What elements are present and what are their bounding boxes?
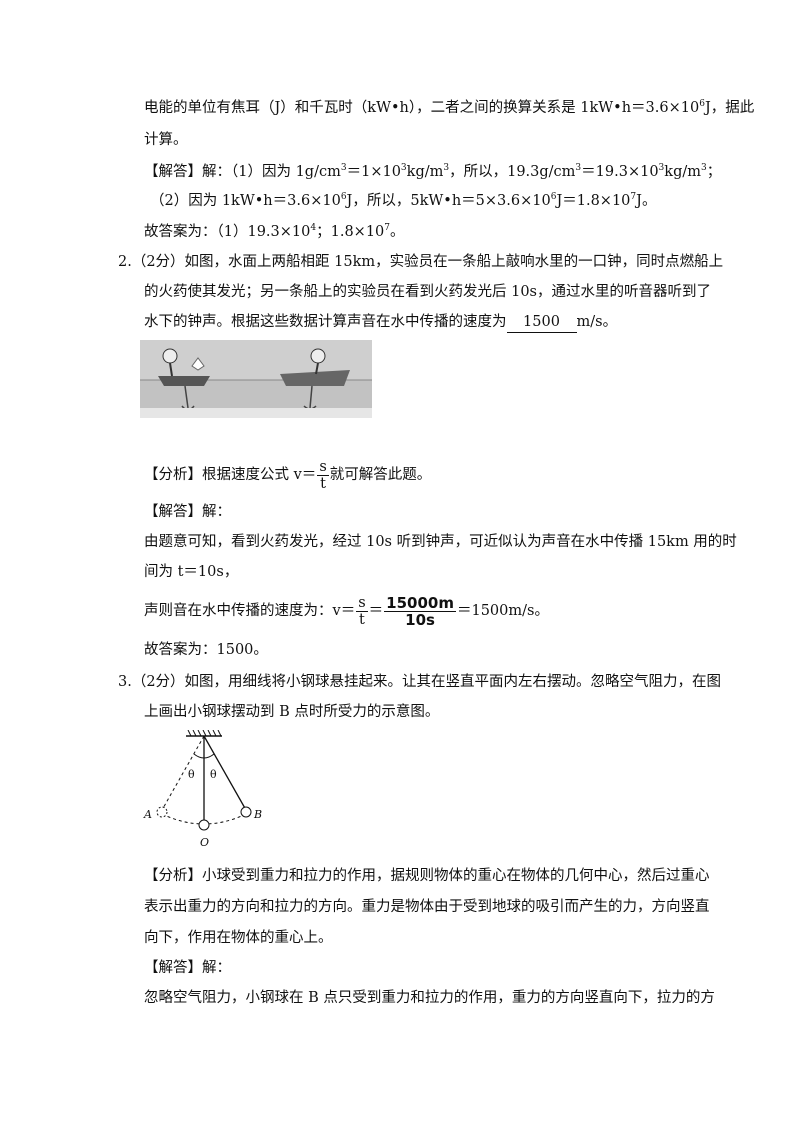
text-line: 电能的单位有焦耳（J）和千瓦时（kW•h），二者之间的换算关系是 1kW•h＝3… [144, 99, 755, 116]
solve-line: 间为 t＝10s， [144, 564, 239, 580]
answer-blank: 1500 [506, 312, 577, 333]
solve-heading: 【解答】解： [144, 504, 231, 520]
question-3-line: 上画出小钢球摆动到 B 点时所受力的示意图。 [144, 704, 440, 720]
solve-line: 由题意可知，看到火药发光，经过 10s 听到钟声，可近似认为声音在水中传播 15… [144, 534, 737, 550]
point-o-label: O [200, 836, 209, 849]
analysis-line: 向下，作用在物体的重心上。 [144, 930, 333, 946]
question-3-line: 3.（2分）如图，用细线将小钢球悬挂起来。让其在竖直平面内左右摆动。忽略空气阻力… [118, 674, 722, 690]
solve-line: 忽略空气阻力，小钢球在 B 点只受到重力和拉力的作用，重力的方向竖直向下，拉力的… [144, 990, 715, 1006]
text-line: 计算。 [144, 132, 188, 148]
boats-figure [140, 340, 372, 418]
analysis-line: 【分析】小球受到重力和拉力的作用，据规则物体的重心在物体的几何中心，然后过重心 [144, 868, 710, 884]
question-2-line: 2.（2分）如图，水面上两船相距 15km，实验员在一条船上敲响水里的一口钟，同… [118, 254, 724, 270]
solve-heading: 【解答】解： [144, 960, 231, 976]
theta-label: θ [210, 768, 217, 781]
theta-label: θ [188, 768, 195, 781]
text-line: 故答案为：（1）19.3×104；1.8×107。 [144, 223, 405, 240]
question-2-line: 的火药使其发光；另一条船上的实验员在看到火药发光后 10s，通过水里的听音器听到… [144, 284, 711, 300]
analysis-line: 表示出重力的方向和拉力的方向。重力是物体由于受到地球的吸引而产生的力，方向竖直 [144, 899, 710, 915]
text-line: 【解答】解：（1）因为 1g/cm3＝1×103kg/m3，所以，19.3g/c… [144, 163, 722, 180]
point-b-label: B [253, 808, 262, 821]
final-answer: 故答案为：1500。 [144, 642, 268, 658]
pendulum-figure: θ θ A B O [143, 730, 262, 849]
point-a-label: A [143, 808, 152, 821]
text-line: （2）因为 1kW•h＝3.6×106J，所以，5kW•h＝5×3.6×106J… [150, 192, 657, 209]
